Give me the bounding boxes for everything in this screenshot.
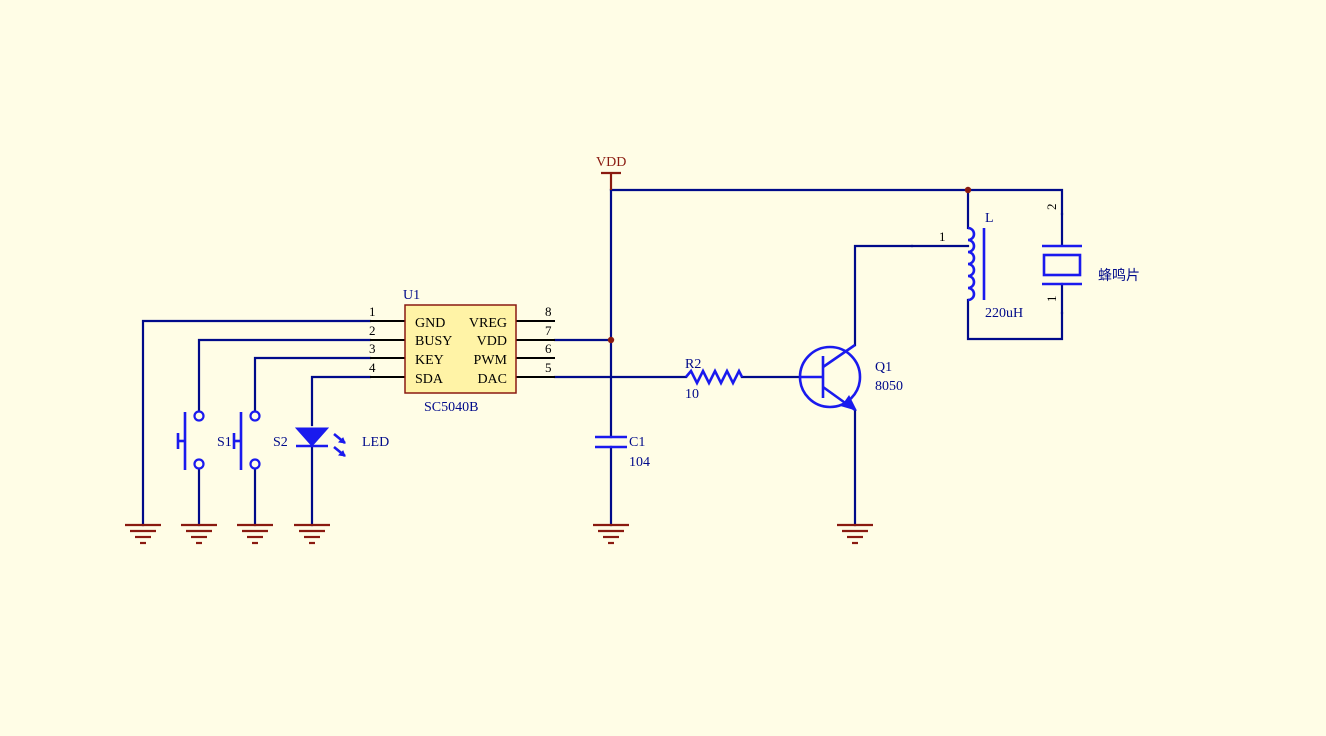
ic-pin-num: 1	[369, 304, 376, 319]
switch-s1: S1	[176, 410, 232, 470]
ground-symbol	[237, 523, 273, 545]
ic-pin-num: 4	[369, 360, 376, 375]
ic-pin-num: 7	[545, 323, 552, 338]
transistor-part: 8050	[875, 379, 903, 394]
vdd-power-symbol: VDD	[596, 155, 626, 190]
inductor-pin-num: 1	[939, 229, 946, 244]
ic-u1: U1 SC5040B 1 2 3 4 8 7 6 5 GND BUSY KEY …	[369, 288, 555, 415]
wire-top-rail	[609, 188, 1064, 216]
ground-symbol	[593, 523, 629, 545]
ground-symbol	[837, 523, 873, 545]
ground-symbol	[181, 523, 217, 545]
ic-pin-num: 5	[545, 360, 552, 375]
switch-ref: S1	[217, 435, 232, 450]
ic-pin-name: PWM	[474, 353, 508, 368]
wire-gnd-pin	[141, 319, 372, 527]
inductor-l: L 220uH 1	[939, 211, 1023, 321]
led-label: LED	[362, 435, 389, 450]
ic-pin-name: GND	[415, 316, 445, 331]
ic-pin-name: BUSY	[415, 334, 452, 349]
transistor-ref: Q1	[875, 360, 892, 375]
ic-pin-name: KEY	[415, 353, 444, 368]
ic-pin-num: 2	[369, 323, 376, 338]
capacitor-ref: C1	[629, 435, 645, 450]
wire-ind-bottom	[966, 298, 1064, 341]
ic-pin-num: 3	[369, 341, 376, 356]
transistor-q1: Q1 8050	[798, 343, 903, 412]
resistor-r2: R2 10	[685, 357, 744, 402]
ic-body	[404, 304, 517, 394]
ic-ref: U1	[403, 288, 420, 303]
inductor-ref: L	[985, 211, 994, 226]
led: LED	[294, 427, 389, 458]
ground-symbol	[294, 523, 330, 545]
wire-busy-pin	[197, 338, 372, 412]
resistor-ref: R2	[685, 357, 701, 372]
ic-part: SC5040B	[424, 400, 478, 415]
ic-pin-name: SDA	[415, 372, 444, 387]
ic-pin-name: DAC	[477, 372, 507, 387]
wire-key-pin	[253, 356, 372, 412]
ic-pin-name: VDD	[477, 334, 507, 349]
capacitor-value: 104	[629, 455, 650, 470]
buzzer-label: 蜂鸣片	[1098, 267, 1140, 284]
switch-s2: S2	[232, 410, 288, 470]
ic-pin-num: 8	[545, 304, 552, 319]
wire-collector	[853, 244, 914, 347]
buzzer-pin-num: 1	[1044, 296, 1059, 303]
resistor-value: 10	[685, 387, 699, 402]
buzzer-pin-num: 2	[1044, 204, 1059, 211]
vdd-label: VDD	[596, 155, 626, 170]
ic-pin-num: 6	[545, 341, 552, 356]
switch-ref: S2	[273, 435, 288, 450]
buzzer: 2 1 蜂鸣片	[1042, 204, 1140, 303]
junction-dot	[607, 336, 615, 344]
ground-symbol	[125, 523, 161, 545]
wire-sda-pin	[310, 375, 372, 427]
junction-dot	[964, 186, 972, 194]
capacitor-c1: C1 104	[595, 435, 650, 470]
ic-pin-name: VREG	[469, 316, 507, 331]
wires	[141, 188, 1064, 527]
inductor-value: 220uH	[985, 306, 1023, 321]
